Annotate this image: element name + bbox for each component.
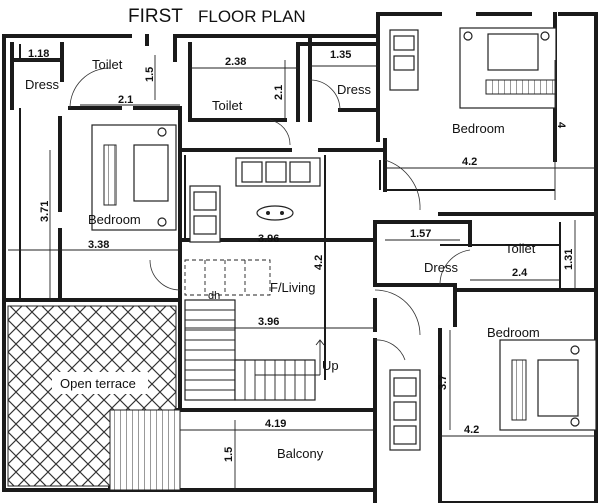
room-dress-top-left: Dress xyxy=(25,77,59,92)
dim-3-71: 3.71 xyxy=(39,201,51,222)
dim-3-7: 3.7 xyxy=(437,375,449,390)
dim-3-96-bottom: 3.96 xyxy=(258,316,279,328)
dim-1-5-bottom: 1.5 xyxy=(223,447,235,462)
dim-1-5-top: 1.5 xyxy=(144,67,156,82)
dim-4: 4 xyxy=(555,122,567,129)
dim-4-2-living: 4.2 xyxy=(313,255,325,270)
room-toilet-right: Toilet xyxy=(505,241,536,256)
room-toilet-top-left: Toilet xyxy=(92,57,123,72)
dim-1-57: 1.57 xyxy=(410,228,431,240)
room-f-living: F/Living xyxy=(270,280,316,295)
dim-2-38: 2.38 xyxy=(225,56,246,68)
dim-3-38: 3.38 xyxy=(88,239,109,251)
dim-4-19: 4.19 xyxy=(265,418,286,430)
dh-label: dh xyxy=(208,290,220,302)
dim-2-1-left: 2.1 xyxy=(118,94,133,106)
doors xyxy=(69,67,471,361)
room-bedroom-top-right: Bedroom xyxy=(452,121,505,136)
furniture xyxy=(91,27,597,451)
dim-1-35: 1.35 xyxy=(330,49,351,61)
room-bedroom-left: Bedroom xyxy=(88,212,141,227)
dimension-lines xyxy=(8,55,596,490)
dim-4-2-top: 4.2 xyxy=(462,156,477,168)
title-floor-plan: FLOOR PLAN xyxy=(198,7,306,26)
dim-1-18: 1.18 xyxy=(28,48,49,60)
open-terrace-label-bg xyxy=(52,372,148,394)
dim-2-4: 2.4 xyxy=(512,267,528,279)
room-dress-top-right: Dress xyxy=(337,82,371,97)
room-bedroom-bottom-right: Bedroom xyxy=(487,325,540,340)
dim-3-96-top: 3.96 xyxy=(258,233,279,245)
room-balcony: Balcony xyxy=(277,446,324,461)
open-terrace-label: Open terrace xyxy=(60,376,136,391)
room-toilet-center: Toilet xyxy=(212,98,243,113)
dim-2-1-center: 2.1 xyxy=(273,85,285,100)
room-dress-right: Dress xyxy=(424,260,458,275)
up-label: Up xyxy=(322,358,339,373)
staircase xyxy=(109,259,325,491)
dim-1-31: 1.31 xyxy=(563,249,575,270)
title-first: FIRST xyxy=(128,6,183,27)
dim-4-2-bottom: 4.2 xyxy=(464,424,479,436)
